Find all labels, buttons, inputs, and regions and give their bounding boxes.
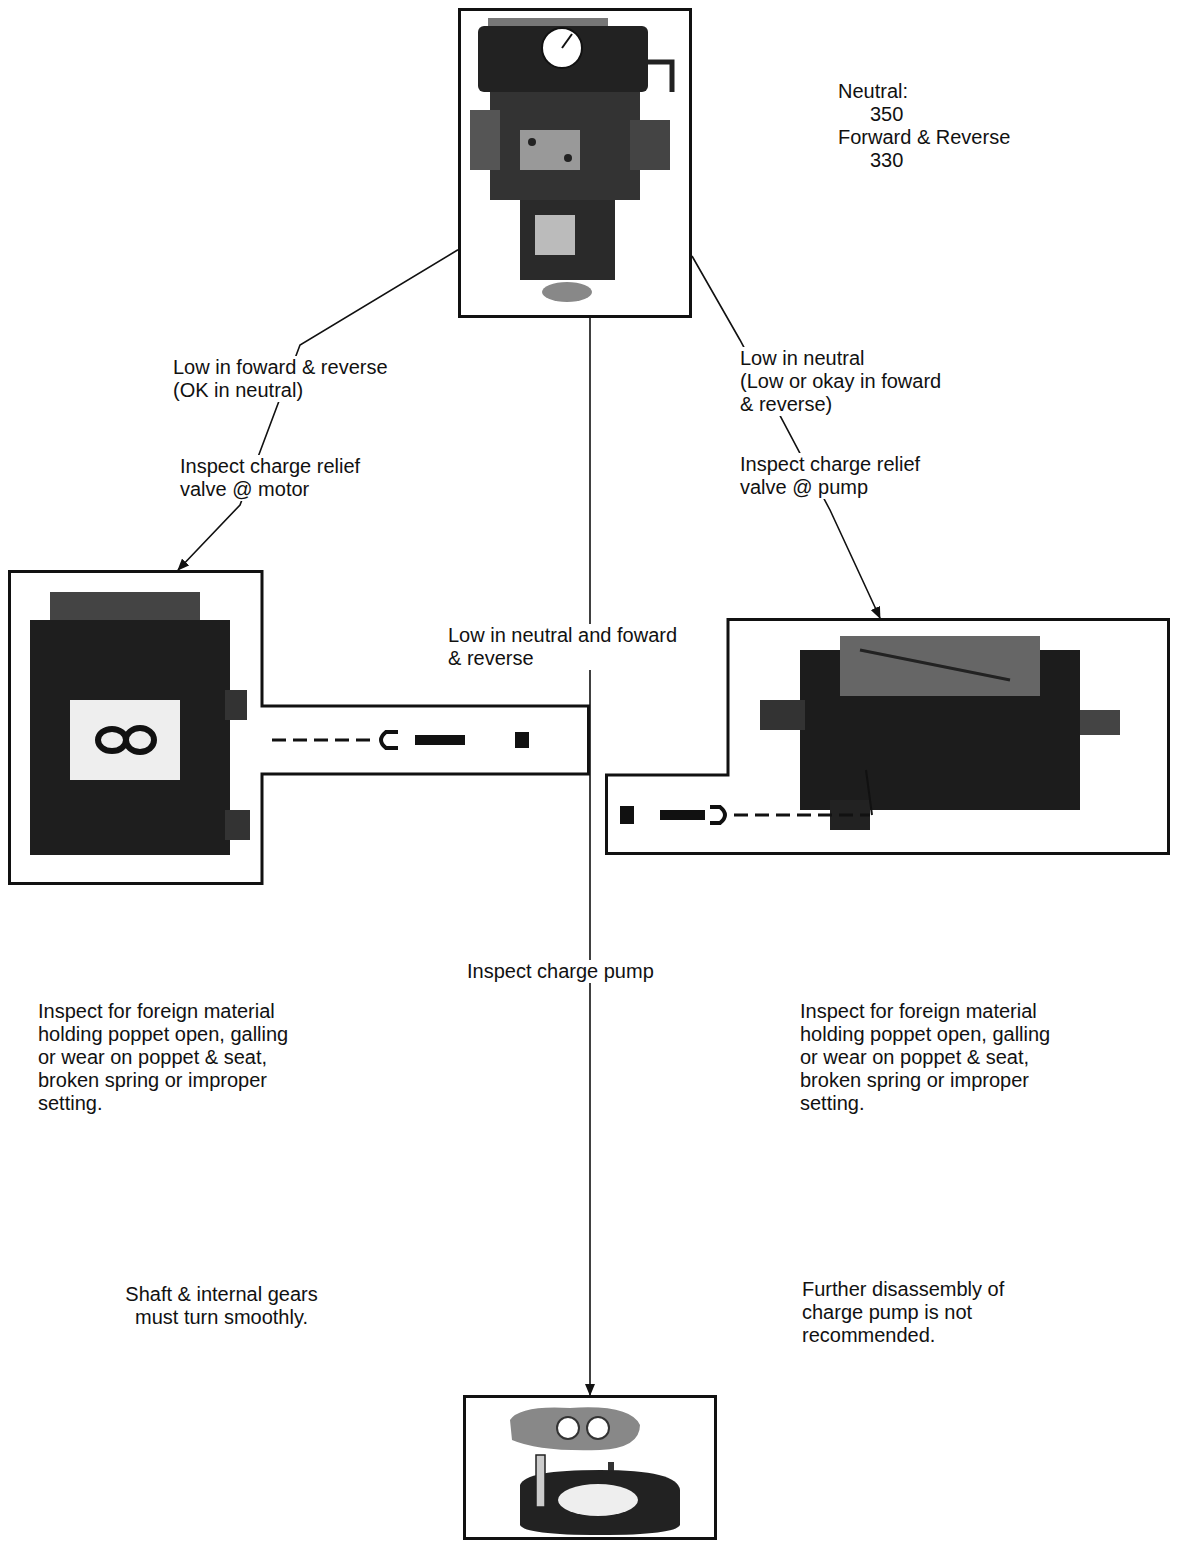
note-text: Inspect for foreign material holding pop… — [38, 1000, 303, 1115]
note-text: Inspect for foreign material holding pop… — [800, 1000, 1065, 1115]
text-slot: Neutral: 350 — [838, 80, 940, 126]
connector-arrow — [692, 256, 880, 618]
spring — [415, 735, 465, 745]
tag-mark — [98, 729, 126, 751]
frame-border — [465, 1397, 716, 1539]
motor-body — [30, 620, 230, 855]
gear-face — [558, 1484, 638, 1516]
text-slot: Inspect for foreign material holding pop… — [800, 1000, 1065, 1115]
frame-outline — [458, 8, 692, 318]
condition-label: Low in foward & reverse (OK in neutral) — [173, 356, 408, 402]
charge-pump-photo — [510, 1407, 680, 1535]
frame-border — [10, 572, 589, 884]
plug — [620, 806, 634, 824]
bolt — [564, 154, 572, 162]
frame-border — [460, 10, 691, 317]
part-tag — [70, 700, 180, 780]
pump-photo — [620, 636, 1120, 830]
text-slot: Further disassembly of charge pump is no… — [802, 1278, 1032, 1347]
shaft-end — [542, 282, 592, 302]
frame-border — [607, 620, 1169, 854]
photo-frame: Neutral: 350Forward & Reverse 330 — [458, 8, 692, 318]
pump-photo — [470, 18, 672, 302]
poppet — [381, 732, 398, 748]
spring — [660, 810, 705, 820]
text-slot: Forward & Reverse 330 — [838, 126, 1030, 172]
motor-port — [225, 690, 247, 720]
text-slot: (Low or okay in foward & reverse) — [740, 370, 950, 416]
step-label: (Low or okay in foward & reverse) — [740, 370, 950, 416]
text-slot: Shaft & internal gears must turn smoothl… — [114, 1283, 329, 1329]
plate-hole — [557, 1417, 579, 1439]
plate-hole — [587, 1417, 609, 1439]
pump-port — [470, 110, 500, 170]
charge-pump-plate — [510, 1407, 640, 1450]
dashed-leader — [734, 814, 870, 817]
step-label: Inspect charge relief valve @ pump — [740, 453, 945, 499]
text-slot: Inspect charge relief valve @ motor — [180, 455, 385, 501]
note-text: Neutral: 350 — [838, 80, 940, 126]
gauge-needle — [562, 34, 572, 48]
motor-port — [225, 810, 250, 840]
frame-outline — [463, 1395, 717, 1540]
frame-outline — [8, 570, 590, 885]
pump-body — [478, 26, 648, 92]
dashed-leader — [272, 739, 375, 742]
pump-shaft — [760, 700, 805, 730]
tag-mark — [126, 728, 154, 752]
pump-plate — [840, 636, 1040, 696]
text-slot: Inspect for foreign material holding pop… — [38, 1000, 303, 1115]
pump-port — [630, 120, 670, 170]
text-slot: Inspect charge pump — [467, 960, 727, 983]
leader-line — [866, 770, 872, 815]
pump-shaft — [1080, 710, 1120, 735]
text-slot: Inspect charge relief valve @ pump — [740, 453, 945, 499]
gauge-dial — [542, 28, 582, 68]
connector-arrow — [178, 250, 458, 570]
photo-frame: Shaft & internal gears must turn smoothl… — [463, 1395, 717, 1540]
poppet — [710, 807, 725, 823]
condition-label: Low in neutral and foward & reverse — [448, 624, 686, 670]
frame-outline — [605, 618, 1170, 855]
step-label: Inspect charge pump — [467, 960, 727, 983]
photo-frame: Inspect for foreign material holding pop… — [8, 570, 590, 885]
shaft — [536, 1455, 545, 1507]
control-arm — [860, 650, 1010, 680]
bolt — [528, 138, 536, 146]
note-text: Forward & Reverse 330 — [838, 126, 1030, 172]
plug — [515, 732, 529, 748]
text-slot: Low in neutral and foward & reverse — [448, 624, 686, 670]
connector-arrow — [589, 318, 591, 1395]
text-slot: Low in neutral — [740, 347, 940, 370]
text-slot: Low in foward & reverse (OK in neutral) — [173, 356, 408, 402]
condition-label: Low in neutral — [740, 347, 940, 370]
note-text: Shaft & internal gears must turn smoothl… — [114, 1283, 329, 1329]
charge-pump-housing — [520, 200, 615, 280]
pump-housing — [490, 92, 640, 200]
control-lever — [640, 62, 672, 92]
step-label: Inspect charge relief valve @ motor — [180, 455, 385, 501]
highlight — [535, 215, 575, 255]
photo-frame: Inspect for foreign material holding pop… — [605, 618, 1170, 855]
note-text: Further disassembly of charge pump is no… — [802, 1278, 1032, 1347]
cover-plate — [520, 130, 580, 170]
